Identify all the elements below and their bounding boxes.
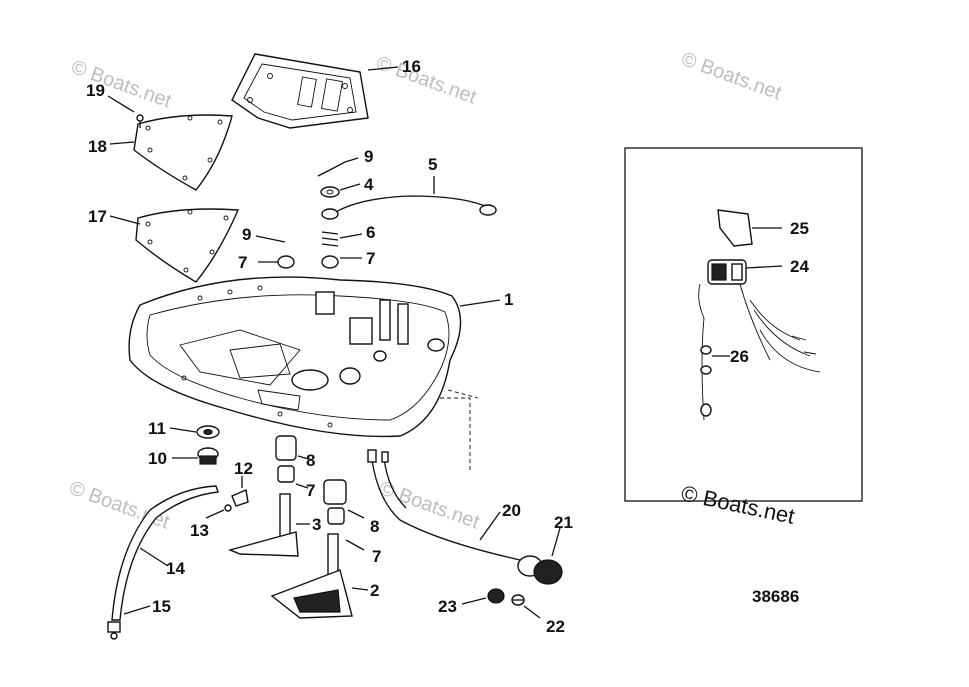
callout-7-upper-right: 7	[366, 249, 375, 268]
callout-14: 14	[166, 559, 185, 578]
callout-7-lower-left: 7	[306, 481, 315, 500]
callout-16: 16	[402, 57, 421, 76]
callout-15: 15	[152, 597, 171, 616]
harness-26	[700, 299, 821, 421]
spring-6	[321, 231, 339, 247]
watermark: © Boats.net	[376, 477, 482, 534]
figure-number: 38686	[752, 587, 799, 606]
clip-12	[231, 489, 249, 507]
callout-24: 24	[790, 257, 809, 276]
sensor-21	[517, 555, 563, 585]
callout-1: 1	[504, 290, 513, 309]
gasket-17	[135, 208, 240, 283]
callout-20: 20	[502, 501, 521, 520]
callout-21: 21	[554, 513, 573, 532]
clip-22	[511, 594, 525, 606]
callout-19: 19	[86, 81, 105, 100]
callout-18: 18	[88, 137, 107, 156]
watermark: © Boats.net	[373, 52, 479, 109]
bracket-3	[227, 493, 299, 557]
callout-13: 13	[190, 521, 209, 540]
callout-4: 4	[364, 175, 374, 194]
callout-9-upper: 9	[364, 147, 373, 166]
switch-24	[698, 259, 771, 361]
screw-13	[224, 504, 232, 512]
gasket-16	[231, 53, 369, 129]
pin-9-lower	[255, 235, 286, 243]
callout-8-right: 8	[370, 517, 379, 536]
callout-5: 5	[428, 155, 437, 174]
screw-19	[136, 114, 144, 128]
callout-2: 2	[370, 581, 379, 600]
base-housing-1	[128, 276, 462, 438]
washer-4	[320, 186, 340, 198]
watermark: © Boats.net	[678, 48, 784, 105]
inset-panel	[624, 147, 863, 502]
callout-23: 23	[438, 597, 457, 616]
cover-plate-18	[133, 114, 233, 191]
rubber-mount-8-left	[275, 435, 297, 461]
callout-25: 25	[790, 219, 809, 238]
callout-7-upper-left: 7	[238, 253, 247, 272]
callout-22: 22	[546, 617, 565, 636]
bushing-7-lower-right	[327, 507, 345, 525]
hose-14	[111, 485, 219, 621]
cover-25	[717, 209, 753, 247]
rubber-mount-8-right	[323, 479, 347, 505]
ground-cable-5	[321, 195, 497, 220]
callout-7-lower-right: 7	[372, 547, 381, 566]
callout-6: 6	[366, 223, 375, 242]
pin-9-upper	[317, 161, 346, 177]
grommet-10	[197, 447, 219, 465]
bracket-2	[270, 533, 353, 619]
callout-12: 12	[234, 459, 253, 478]
callout-26: 26	[730, 347, 749, 366]
bushing-7-left	[277, 255, 295, 269]
cable-20	[367, 449, 521, 561]
callout-9-lower: 9	[242, 225, 251, 244]
callout-11: 11	[148, 419, 166, 438]
fitting-15	[107, 621, 121, 640]
callout-3: 3	[312, 515, 321, 534]
callout-8-left: 8	[306, 451, 315, 470]
callout-10: 10	[148, 449, 167, 468]
callout-17: 17	[88, 207, 107, 226]
nut-11	[196, 425, 220, 439]
nut-23	[487, 588, 505, 604]
bushing-7-right	[321, 255, 339, 269]
bushing-7-lower-left	[277, 465, 295, 483]
